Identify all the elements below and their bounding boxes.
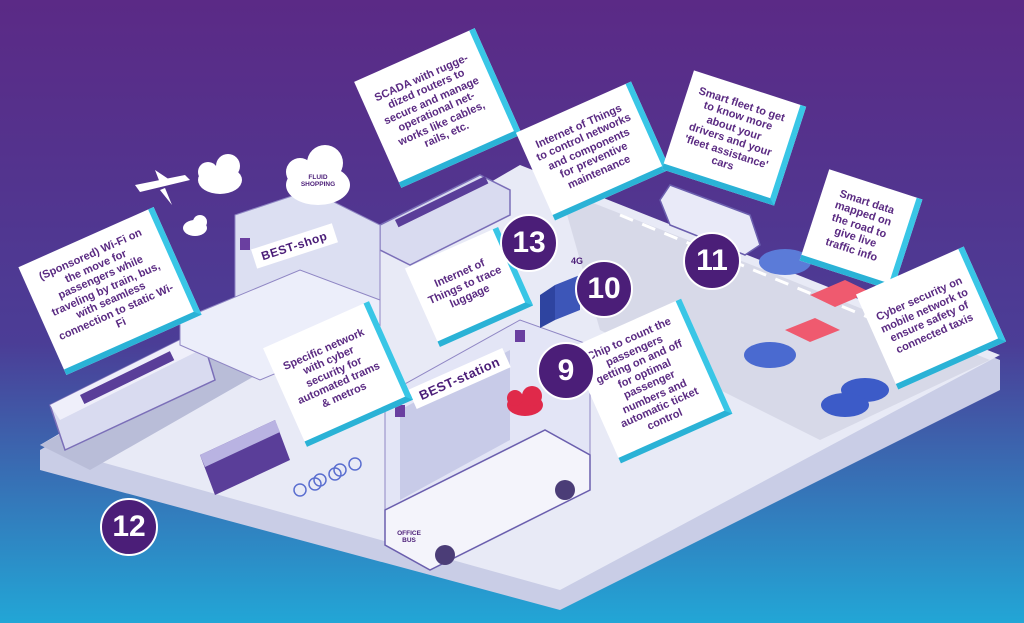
callout-text: Specific network with cyber security for… xyxy=(281,326,382,411)
train-icon xyxy=(49,328,216,452)
cloud-lock-icon xyxy=(507,386,543,416)
brand-b-icon xyxy=(240,238,525,417)
callout-text: SCADA with rugge-dized routers to secure… xyxy=(372,51,487,150)
server-icon xyxy=(540,275,580,328)
taxi-icon xyxy=(821,378,889,417)
car-icon xyxy=(759,249,811,275)
number-badge-11: 11 xyxy=(683,232,741,290)
number-badge-9: 9 xyxy=(537,342,595,400)
callout-text: Smart data mapped on the road to give li… xyxy=(823,187,896,264)
road-markings xyxy=(619,213,961,357)
bus-icon xyxy=(384,429,591,571)
traffic-map-icon xyxy=(785,280,870,342)
number-badge-10: 10 xyxy=(575,260,633,318)
callout-text: Internet of Things to trace luggage xyxy=(426,257,504,311)
cloud-icon xyxy=(286,145,350,205)
number-badge-13: 13 xyxy=(500,214,558,272)
car-icon xyxy=(744,342,796,368)
road xyxy=(560,190,990,440)
callout-text: Cyber security on mobile network to ensu… xyxy=(874,274,975,356)
bicycle-icon xyxy=(293,457,362,497)
office-bus-label: OFFICE BUS xyxy=(397,530,421,544)
callout-text: Smart fleet to get to know more about yo… xyxy=(683,84,787,173)
cloud-icon xyxy=(198,154,242,194)
tram-icon xyxy=(200,420,290,495)
bus-icon xyxy=(659,184,761,256)
cloud-icon xyxy=(183,215,207,236)
number-badge-12: 12 xyxy=(100,498,158,556)
airplane-icon xyxy=(135,170,190,205)
fluid-shopping-label: FLUID SHOPPING xyxy=(300,174,336,188)
network-4g-label: 4G xyxy=(570,256,583,266)
